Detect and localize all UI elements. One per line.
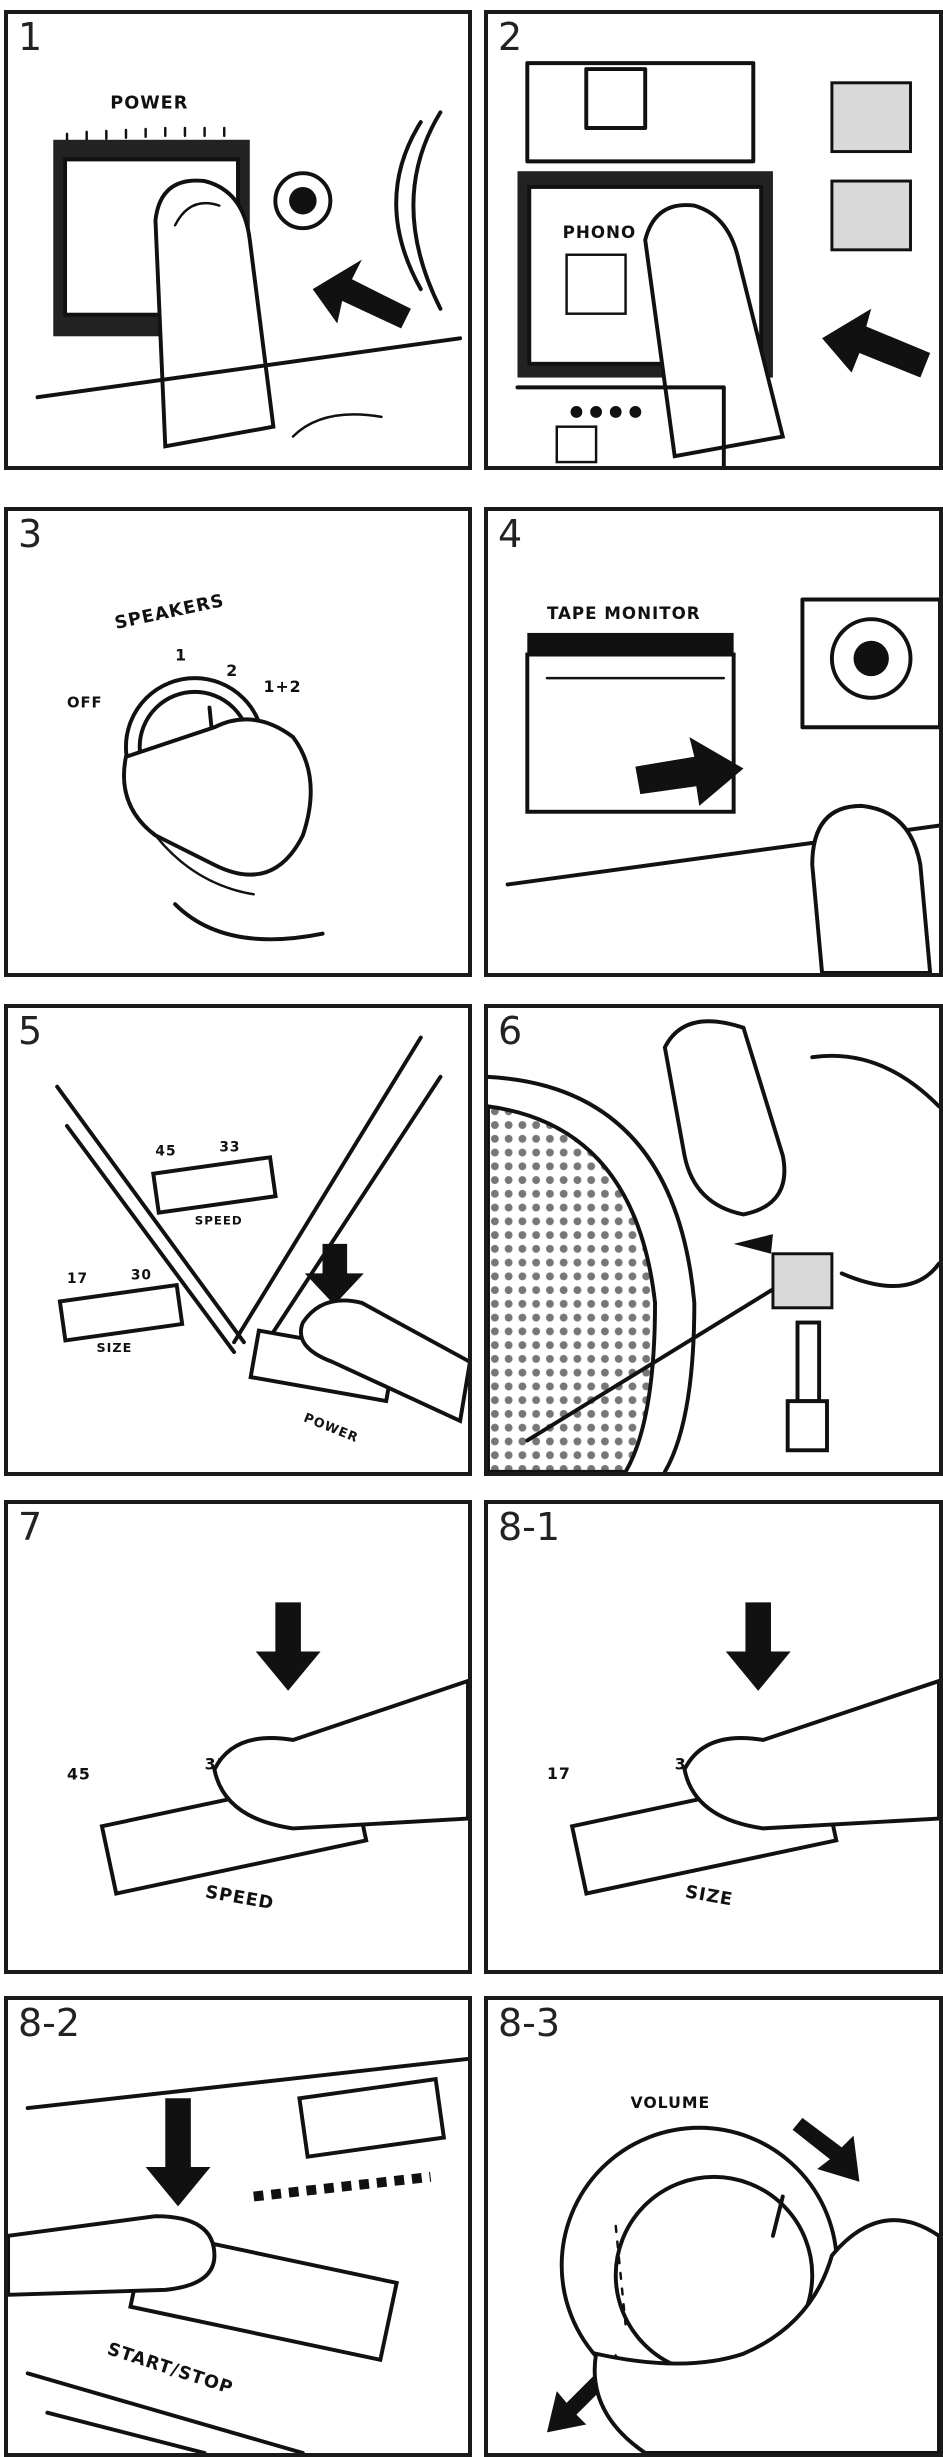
one-label: 1: [175, 645, 187, 664]
start-stop-illustration: START/STOP: [8, 2000, 468, 2453]
volume-knob-illustration: VOLUME: [488, 2000, 939, 2453]
size-30-label: 30: [131, 1267, 152, 1283]
power-label: POWER: [110, 93, 188, 113]
tape-monitor-illustration: TAPE MONITOR: [488, 511, 939, 973]
tonearm-illustration: [488, 1008, 939, 1472]
arrow-icon: [734, 1234, 773, 1254]
settings-illustration: 45 33 SPEED 17 30 SIZE POWER: [8, 1008, 468, 1472]
finger-icon: [214, 1681, 468, 1828]
speed-33-label: 33: [219, 1140, 240, 1156]
panel-6-tonearm: 6: [484, 1004, 943, 1476]
finger-icon: [155, 181, 273, 447]
tape-monitor-label: TAPE MONITOR: [547, 603, 701, 623]
panel-2-phono: 2 PHONO: [484, 10, 943, 470]
panel-5-settings: 5 45 33 SPEED 17 30 SIZE POWER: [4, 1004, 472, 1476]
off-label: OFF: [67, 695, 103, 712]
finger-icon: [301, 1300, 468, 1420]
size-label: SIZE: [684, 1882, 735, 1910]
finger-icon: [685, 1681, 939, 1828]
arrow-icon: [726, 1602, 791, 1690]
panel-8-2-start-stop: 8-2 START/STOP: [4, 1996, 472, 2457]
panel-1-power: 1 POWER: [4, 10, 472, 470]
size-label: SIZE: [96, 1341, 132, 1356]
size-17-label: 17: [547, 1764, 571, 1783]
two-label: 2: [226, 661, 238, 680]
power-button-illustration: POWER: [8, 14, 468, 466]
power-label: POWER: [301, 1411, 360, 1447]
size-button-illustration: 17 30 SIZE: [488, 1504, 939, 1970]
phono-button-illustration: PHONO: [488, 14, 939, 466]
speakers-knob-illustration: SPEAKERS OFF 1 2 1+2: [8, 511, 468, 973]
arrow-icon: [822, 309, 930, 378]
size-17-label: 17: [67, 1271, 88, 1287]
finger-icon: [8, 2216, 214, 2295]
speed-45-label: 45: [155, 1143, 176, 1159]
start-stop-label: START/STOP: [105, 2339, 236, 2399]
panel-3-speakers: 3 SPEAKERS OFF 1 2 1+2: [4, 507, 472, 977]
led-dots-icon: [67, 128, 224, 142]
panel-4-tape-monitor: 4 TAPE MONITOR: [484, 507, 943, 977]
arrow-icon: [305, 1244, 364, 1305]
panel-7-speed: 7 45 33 SPEED: [4, 1500, 472, 1974]
both-label: 1+2: [264, 677, 302, 696]
speakers-label: SPEAKERS: [113, 591, 226, 634]
panel-8-1-size: 8-1 17 30 SIZE: [484, 1500, 943, 1974]
arrow-icon: [256, 1602, 321, 1690]
speed-45-label: 45: [67, 1764, 91, 1783]
speed-label: SPEED: [204, 1882, 276, 1914]
panel-8-3-volume: 8-3 VOLUME: [484, 1996, 943, 2457]
hand-icon: [124, 719, 323, 939]
phono-label: PHONO: [563, 222, 636, 242]
speed-label: SPEED: [195, 1213, 243, 1227]
dot-row-icon: [254, 2177, 431, 2197]
arrow-icon: [313, 260, 411, 329]
dot-row-icon: [571, 406, 642, 418]
arrow-icon: [146, 2098, 211, 2206]
hand-icon: [665, 1021, 785, 1214]
volume-label: VOLUME: [630, 2093, 710, 2112]
speed-button-illustration: 45 33 SPEED: [8, 1504, 468, 1970]
